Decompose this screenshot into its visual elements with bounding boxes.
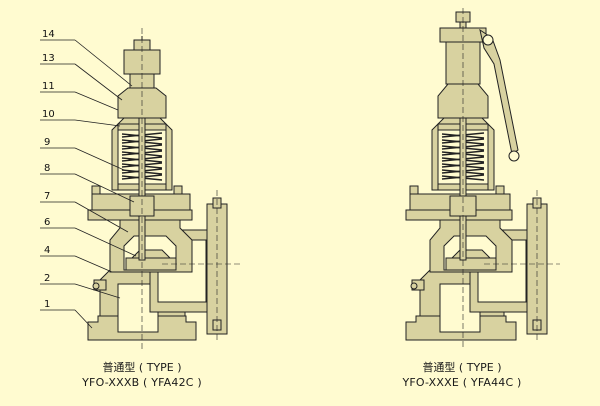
part-number: 10 — [42, 109, 55, 120]
part-number: 6 — [44, 217, 50, 228]
part-number: 4 — [44, 245, 50, 256]
part-number: 14 — [42, 29, 55, 40]
right-valve — [405, 8, 560, 350]
part-number: 2 — [44, 273, 50, 284]
left-valve-type: 普通型 ( TYPE ) — [102, 361, 182, 374]
right-valve-model: YFO-XXXE ( YFA44C ) — [402, 376, 522, 389]
left-valve-model: YFO-XXXB ( YFA42C ) — [82, 376, 202, 389]
left-valve-leaders — [40, 39, 137, 329]
part-number: 9 — [44, 137, 50, 148]
left-valve — [87, 28, 240, 350]
part-number: 11 — [42, 81, 55, 92]
right-valve-caption: 普通型 ( TYPE ) YFO-XXXE ( YFA44C ) — [352, 360, 572, 390]
part-number: 8 — [44, 163, 50, 174]
right-valve-type: 普通型 ( TYPE ) — [422, 361, 502, 374]
part-number: 13 — [42, 53, 55, 64]
part-number-labels: 14 13 11 10 9 8 7 6 4 2 1 — [42, 29, 55, 310]
part-number: 1 — [44, 299, 50, 310]
left-valve-caption: 普通型 ( TYPE ) YFO-XXXB ( YFA42C ) — [32, 360, 252, 390]
part-number: 7 — [44, 191, 50, 202]
